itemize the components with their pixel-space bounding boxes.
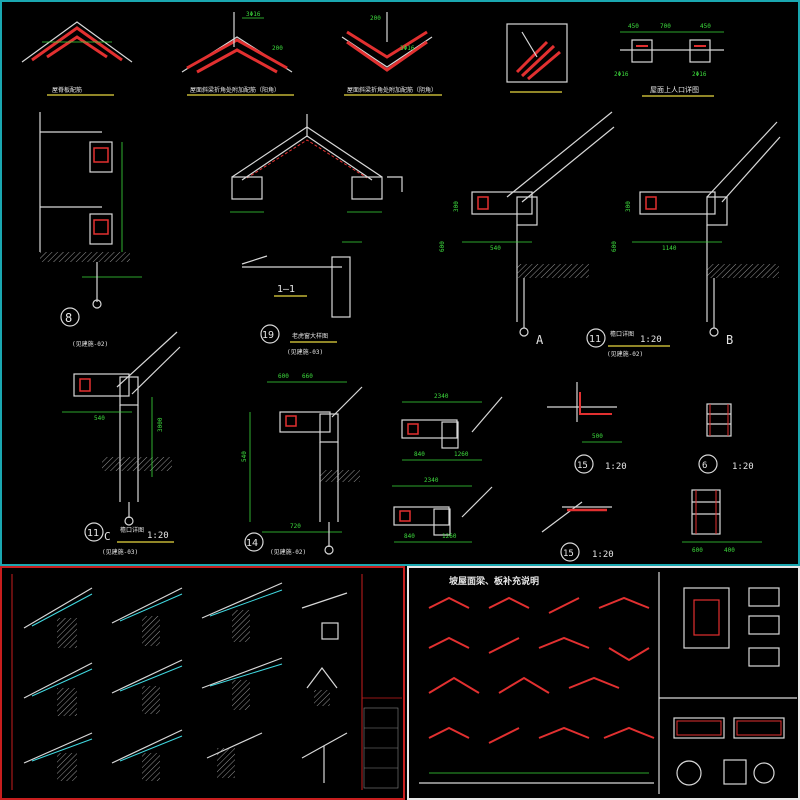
- roof-ridge-detail-mid: 3Φ16 200 屋面斜梁折角处附加配筋（阳角）: [181, 11, 294, 96]
- right-panel-title: 坡屋面梁、板补充说明: [449, 575, 539, 587]
- detail-A-dim-a: 540: [490, 245, 501, 252]
- detail-11-number: 11: [589, 334, 601, 345]
- beam-slab-notes-sheet: 坡屋面梁、板补充说明: [407, 566, 800, 800]
- detail-11C-ref: (见建施-03): [102, 548, 138, 556]
- detail-8: 8 (见建施-02): [39, 112, 142, 348]
- detail-11-scale: 1:20: [640, 335, 662, 345]
- detail-15-lower-scale: 1:20: [592, 550, 614, 560]
- roof-ridge-left-label: 屋脊板配筋: [52, 86, 82, 94]
- detail-11-label: 11 檐口详图 1:20 (见建施-02): [586, 328, 670, 358]
- detail-14-ref: (见建施-02): [270, 548, 306, 556]
- mid-dim-840: 840: [414, 451, 425, 458]
- main-drawing-canvas: 屋脊板配筋 3Φ16 200 屋面斜梁折角处附加配筋（阳角） 200 3Φ16 …: [21, 11, 781, 562]
- detail-B-dim-c: 300: [625, 201, 632, 212]
- detail-15-upper: 500 15 1:20: [547, 382, 627, 474]
- beam-slab-notes-canvas: 坡屋面梁、板补充说明: [419, 572, 797, 794]
- detail-A-dim-b: 600: [439, 241, 446, 252]
- detail-14-dim-a: 600: [278, 373, 289, 380]
- detail-6: 6 1:20 600 400: [682, 403, 762, 554]
- detail-6-dim-a: 600: [692, 547, 703, 554]
- detail-15-upper-scale: 1:20: [605, 462, 627, 472]
- detail-11C-name: 檐口详图: [120, 526, 144, 534]
- detail-11C: 540 3000 11 C 檐口详图 1:20 (见建施-03): [62, 331, 181, 556]
- beam-joint-details: [419, 596, 655, 784]
- detail-19: 1—1 19 老虎窗大样图 (见建施-03): [230, 114, 403, 356]
- column-section-details: [673, 587, 785, 786]
- detail-14-dim-d: 720: [290, 523, 301, 530]
- dim-2716a: 2Φ16: [614, 71, 629, 78]
- roof-eave-details-sheet: [0, 566, 405, 800]
- cornice-detail-lower: 2340 840 1260: [392, 477, 493, 543]
- roof-opening-detail: 450 700 450 2Φ16 2Φ16 屋面上人口详图: [614, 23, 724, 97]
- dim-2716b: 2Φ16: [692, 71, 707, 78]
- roof-ridge-right-label: 屋面斜梁折角处附加配筋（阴角）: [347, 86, 437, 94]
- detail-11C-scale: 1:20: [147, 531, 169, 541]
- eave-detail-row-2: [23, 657, 338, 716]
- dim-450b: 450: [700, 23, 711, 30]
- cornice-detail-upper: 2340 840 1260: [401, 393, 503, 461]
- roof-ridge-detail-right: 200 3Φ16 屋面斜梁折角处附加配筋（阴角）: [341, 12, 442, 96]
- detail-11C-dim-b: 3000: [157, 417, 164, 432]
- mid-dim-2340: 2340: [434, 393, 449, 400]
- detail-8-number: 8: [65, 311, 72, 325]
- section-1-1-label: 1—1: [277, 284, 295, 295]
- detail-15-lower-number: 15: [563, 549, 574, 559]
- detail-A-letter: A: [536, 333, 544, 347]
- detail-6-number: 6: [702, 461, 707, 471]
- dim-3416: 3Φ16: [400, 45, 415, 52]
- detail-6-scale: 1:20: [732, 462, 754, 472]
- detail-14: 600 660 540 720 14 (见建施-02): [241, 373, 363, 556]
- eave-detail-row-3: [23, 729, 348, 783]
- lower-dim-1260: 1260: [442, 533, 457, 540]
- dim-450a: 450: [628, 23, 639, 30]
- detail-8-ref: (见建施-02): [72, 340, 108, 348]
- detail-B: 1140 600 300 B: [611, 121, 781, 347]
- detail-19-name: 老虎窗大样图: [292, 332, 328, 340]
- detail-B-letter: B: [726, 333, 733, 347]
- roof-opening-label: 屋面上人口详图: [650, 85, 699, 94]
- detail-14-dim-c: 540: [241, 451, 248, 462]
- rebar-anchor-detail: [506, 23, 568, 93]
- detail-B-dim-b: 600: [611, 241, 618, 252]
- roof-ridge-detail-left: 屋脊板配筋: [21, 21, 133, 96]
- roof-eave-details-canvas: [11, 574, 402, 790]
- detail-19-ref: (见建施-03): [287, 348, 323, 356]
- roof-ridge-mid-label: 屋面斜梁折角处附加配筋（阳角）: [190, 86, 280, 94]
- detail-15-lower: 15 1:20: [541, 501, 614, 562]
- detail-15-upper-number: 15: [577, 461, 588, 471]
- dim-3716: 3Φ16: [246, 11, 261, 18]
- lower-dim-840: 840: [404, 533, 415, 540]
- detail-14-number: 14: [246, 538, 258, 549]
- main-drawing-sheet: 屋脊板配筋 3Φ16 200 屋面斜梁折角处附加配筋（阳角） 200 3Φ16 …: [0, 0, 800, 566]
- dim-700: 700: [660, 23, 671, 30]
- detail-B-dim-a: 1140: [662, 245, 677, 252]
- eave-detail-row-1: [23, 582, 348, 648]
- detail-A: 540 600 300 A: [439, 111, 615, 347]
- mid-dim-1260: 1260: [454, 451, 469, 458]
- dim-200b: 200: [370, 15, 381, 22]
- detail-11-name: 檐口详图: [610, 330, 634, 338]
- dim-200a: 200: [272, 45, 283, 52]
- detail-19-number: 19: [262, 330, 274, 341]
- detail-14-dim-b: 660: [302, 373, 313, 380]
- detail-11C-suffix: C: [104, 530, 111, 543]
- detail-6-dim-b: 400: [724, 547, 735, 554]
- lower-dim-2340: 2340: [424, 477, 439, 484]
- detail-11C-number: 11: [87, 528, 99, 539]
- detail-11C-dim-a: 540: [94, 415, 105, 422]
- detail-15-upper-dim: 500: [592, 433, 603, 440]
- detail-11-ref: (见建施-02): [607, 350, 643, 358]
- detail-A-dim-c: 300: [453, 201, 460, 212]
